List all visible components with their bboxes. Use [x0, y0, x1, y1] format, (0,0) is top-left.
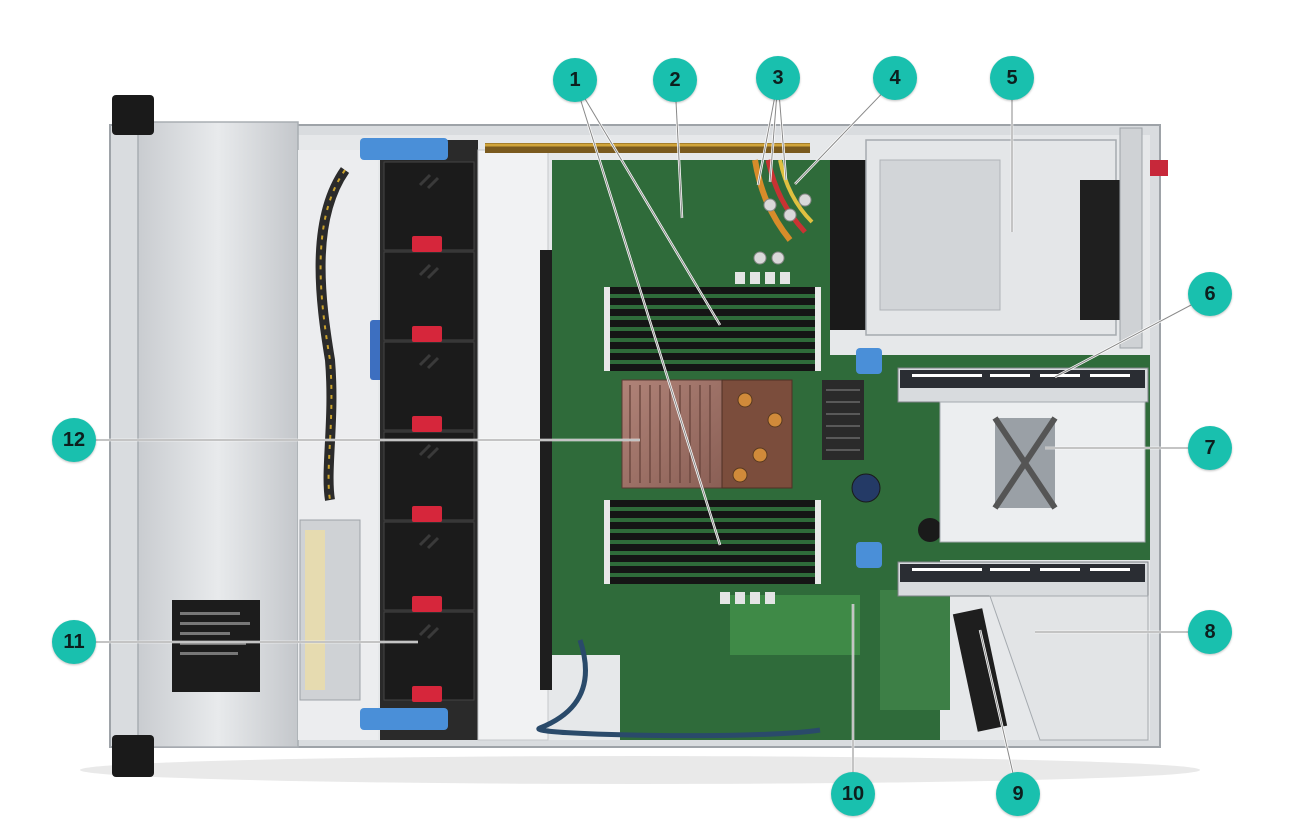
- board-standoff: [851, 473, 881, 503]
- callout-2-system-board: 2: [653, 58, 697, 102]
- storage-cable: [536, 639, 821, 739]
- dimm-latches-upper: [604, 287, 821, 371]
- callout-4-power-connector: 4: [873, 56, 917, 100]
- fan-modules: [383, 161, 475, 701]
- callout-number: 10: [841, 782, 865, 805]
- capacitors: [753, 193, 812, 265]
- front-handle-bottom: [112, 735, 154, 777]
- callout-number: 9: [1012, 782, 1024, 805]
- callout-number: 4: [889, 66, 901, 89]
- floor-shadow: [80, 756, 1200, 784]
- callout-3-power-cables: 3: [756, 56, 800, 100]
- fan-grille-lines: [418, 173, 440, 640]
- callout-number: 12: [62, 428, 86, 451]
- callout-number: 6: [1204, 282, 1216, 305]
- baffle-edge: [540, 250, 552, 690]
- fan-cage-handle-top: [360, 138, 448, 160]
- callout-8-riser-tertiary: 8: [1188, 610, 1232, 654]
- fan-cage-handle-bottom: [360, 708, 448, 730]
- board-module: [730, 595, 860, 655]
- riser-label-strip-primary: [900, 370, 1145, 388]
- callout-11-fan-modules: 11: [52, 620, 96, 664]
- heatsink-block: [721, 379, 793, 489]
- pcie-card-edge: [952, 608, 1008, 732]
- callout-5-psu-cage: 5: [990, 56, 1034, 100]
- callout-number: 7: [1204, 436, 1216, 459]
- callout-number: 2: [669, 68, 681, 91]
- riser-latch-primary: [856, 348, 882, 374]
- processor-heatsink: [621, 379, 723, 489]
- callout-number: 11: [63, 630, 85, 653]
- vrm-chokes: [720, 272, 790, 604]
- callout-number: 1: [569, 68, 581, 91]
- riser-label-strip-tertiary: [900, 564, 1145, 582]
- callout-number: 5: [1006, 66, 1018, 89]
- callout-number: 3: [772, 66, 784, 89]
- callout-number: 8: [1204, 620, 1216, 643]
- vrm-heatsink: [822, 380, 864, 460]
- callout-7-riser-secondary: 7: [1188, 426, 1232, 470]
- riser-latch-tertiary: [856, 542, 882, 568]
- power-duct: [830, 160, 866, 330]
- front-handle-top: [112, 95, 154, 135]
- coin-battery: [918, 518, 942, 542]
- callout-1-memory-slots: 1: [553, 58, 597, 102]
- rear-red-tab: [1150, 160, 1168, 176]
- fan-release-tabs: [412, 236, 442, 702]
- callout-12-processor: 12: [52, 418, 96, 462]
- callout-6-riser-primary: 6: [1188, 272, 1232, 316]
- air-baffle: [477, 149, 549, 741]
- callout-10-storage-connector: 10: [831, 772, 875, 816]
- board-sub-area: [880, 590, 950, 710]
- dimm-slots-lower: [610, 500, 815, 584]
- label-plate: [172, 600, 260, 692]
- callout-9-pcie-card: 9: [996, 772, 1040, 816]
